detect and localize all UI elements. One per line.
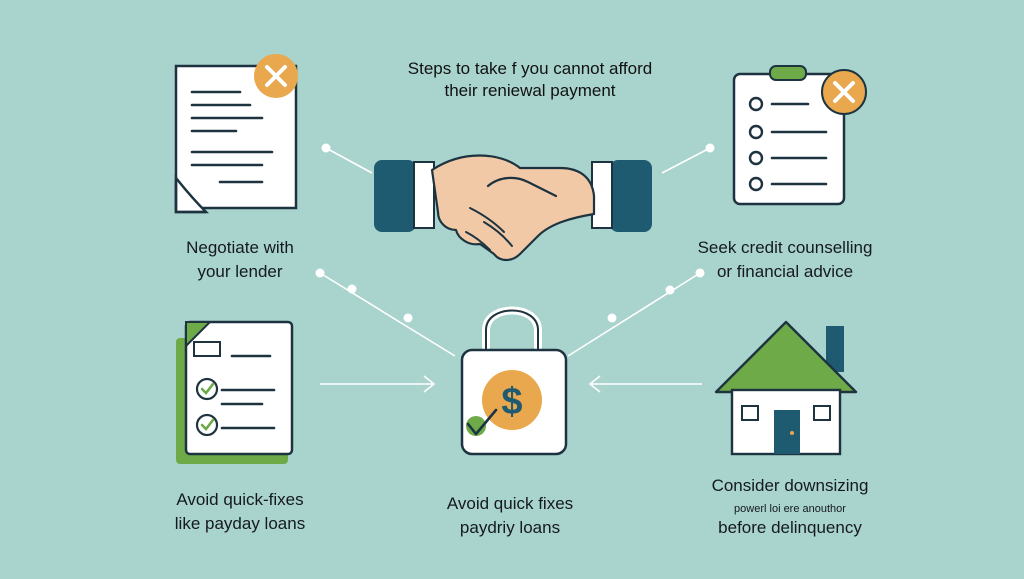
label-line: paydriy loans: [459, 518, 561, 537]
label-line: before delinquency: [718, 518, 862, 537]
label-downsize: Consider downsizing powerl loi ere anout…: [680, 474, 900, 540]
arrowhead-right: [588, 375, 601, 393]
house-icon: [714, 320, 858, 456]
connector-mid-right: [567, 272, 701, 357]
label-line: like payday loans: [174, 514, 306, 533]
label-line: Avoid quick fixes: [446, 494, 574, 513]
title-line-2: their reniewal payment: [444, 81, 616, 100]
label-counselling: Seek credit counselling or financial adv…: [680, 236, 890, 284]
label-line: powerl loi ere anouthor: [734, 503, 846, 515]
title-line-1: Steps to take f you cannot afford: [407, 59, 653, 78]
label-line: Avoid quick-fixes: [176, 490, 304, 509]
connector-handshake-right: [661, 147, 711, 174]
label-line: Seek credit counselling: [697, 238, 873, 257]
check-list-icon: [176, 320, 294, 464]
dollar-symbol: $: [501, 381, 522, 423]
checkmark-icon: [195, 377, 219, 401]
connector-lines: [319, 147, 711, 393]
checkmark-icon: [195, 413, 219, 437]
handshake-icon: [374, 154, 652, 262]
connector-mid-left: [319, 272, 456, 357]
close-icon: [254, 54, 298, 98]
checklist-icon: [732, 65, 846, 206]
close-icon: [821, 69, 867, 115]
connector-dots: [315, 143, 715, 323]
padlock-dollar-icon: $: [460, 306, 568, 456]
label-negotiate: Negotiate with your lender: [150, 236, 330, 284]
label-line: or financial advice: [716, 262, 854, 281]
connector-handshake-left: [325, 147, 373, 174]
document-icon: [174, 64, 298, 214]
diagram-title: Steps to take f you cannot afford their …: [360, 58, 700, 102]
label-line: your lender: [197, 262, 283, 281]
label-avoid-center: Avoid quick fixes paydriy loans: [420, 492, 600, 540]
label-line: Negotiate with: [186, 238, 294, 257]
arrowhead-left: [423, 375, 436, 393]
label-line: Consider downsizing: [711, 476, 869, 495]
green-check-icon: [466, 408, 498, 436]
label-avoid-left: Avoid quick-fixes like payday loans: [140, 488, 340, 536]
